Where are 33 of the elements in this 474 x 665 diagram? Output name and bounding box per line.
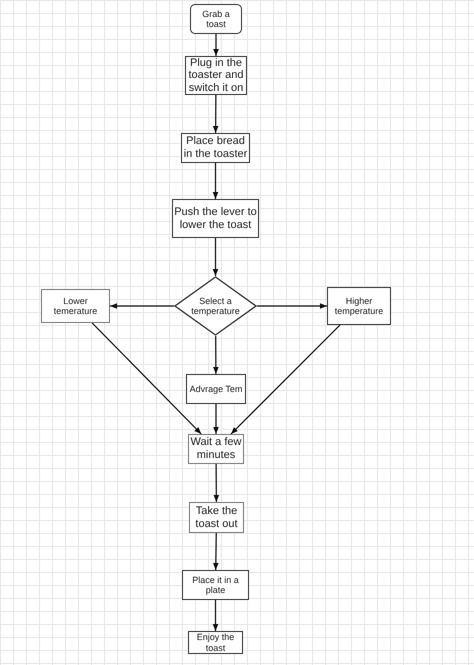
process-box	[189, 502, 244, 533]
arrow	[212, 163, 218, 199]
step-label: Take the toast out	[194, 504, 239, 530]
step-label: Place bread in the toaster	[183, 135, 248, 161]
arrow	[213, 34, 219, 56]
process-box	[327, 287, 391, 325]
step-label: Advrage Tem	[190, 384, 242, 394]
step-label: Push the lever to lower the toast	[174, 206, 257, 232]
process-box	[188, 631, 243, 654]
step-label: Grab a toast	[201, 8, 231, 30]
step-label: Place it in a plate	[191, 574, 240, 596]
process-box	[41, 289, 110, 323]
arrow	[212, 600, 218, 631]
arrow	[212, 95, 218, 133]
step-label: Wait a few minutes	[190, 436, 242, 462]
arrow	[230, 324, 340, 434]
step-label: Enjoy the toast	[196, 632, 236, 653]
process-box	[186, 374, 246, 404]
arrow	[110, 303, 174, 309]
step-label: Lower temerature	[52, 296, 98, 316]
process-box	[182, 570, 249, 600]
step-label: Plug in the toaster and switch it on	[187, 56, 245, 94]
arrow	[257, 303, 327, 309]
arrow	[213, 533, 219, 570]
step-label: Higher temperature	[334, 296, 384, 316]
process-box	[172, 199, 259, 238]
arrow	[92, 322, 202, 434]
start-box	[190, 4, 242, 34]
arrow	[213, 404, 219, 434]
arrow	[213, 336, 219, 374]
step-label: Select a temperature	[190, 296, 241, 316]
arrow	[214, 464, 220, 502]
arrow	[212, 238, 218, 276]
